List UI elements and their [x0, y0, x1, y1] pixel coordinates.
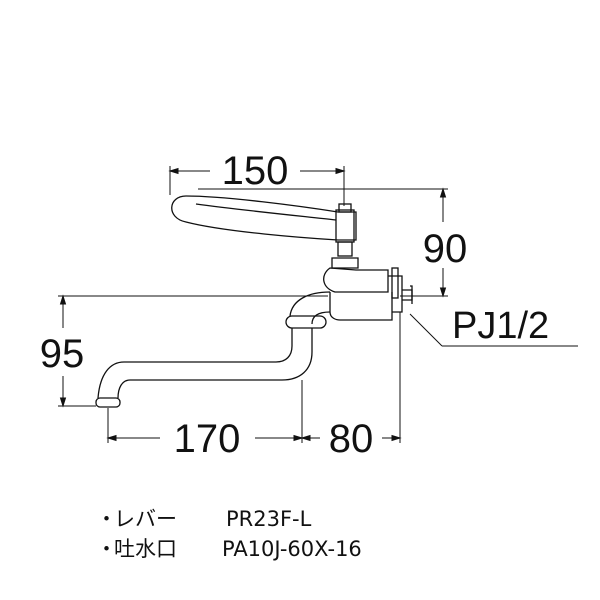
- part-code: PR23F-L: [226, 507, 312, 531]
- lever-handle: [171, 195, 357, 243]
- dimension-lever-width: [168, 166, 346, 206]
- bullet: ・: [96, 507, 117, 531]
- spout: [95, 291, 331, 408]
- label-80: 80: [329, 417, 374, 461]
- dimension-spout-height: [58, 294, 328, 408]
- parts-list: ・ レバー PR23F-L ・ 吐水口 PA10J-60X-16: [96, 504, 362, 564]
- label-150: 150: [222, 149, 289, 193]
- valve-body: [323, 267, 413, 321]
- lever-stem: [331, 241, 359, 269]
- part-code: PA10J-60X-16: [222, 537, 362, 561]
- part-name: レバー: [114, 507, 177, 531]
- bullet: ・: [96, 537, 117, 561]
- parts-list-item-spout: ・ 吐水口 PA10J-60X-16: [96, 534, 362, 564]
- label-170: 170: [174, 417, 241, 461]
- dimension-lever-height: [198, 187, 448, 298]
- label-90: 90: [423, 227, 468, 271]
- label-95: 95: [40, 332, 85, 376]
- thread-leader: [409, 313, 578, 347]
- parts-list-item-lever: ・ レバー PR23F-L: [96, 504, 362, 534]
- thread-label: PJ1/2: [452, 305, 549, 347]
- dimension-horizontal-lengths: [106, 312, 402, 443]
- part-name: 吐水口: [114, 537, 177, 561]
